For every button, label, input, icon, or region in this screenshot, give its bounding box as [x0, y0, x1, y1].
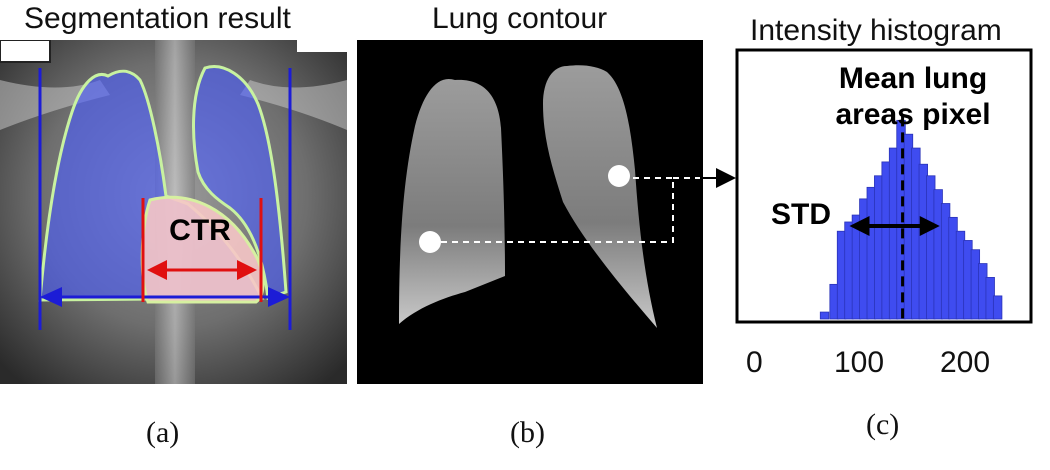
- lung-contour-image: [357, 40, 703, 384]
- panel-b-title: Lung contour: [432, 2, 608, 35]
- std-label: STD: [771, 198, 831, 231]
- connector-arrow: [700, 168, 736, 188]
- x-tick-100: 100: [834, 346, 885, 379]
- caption-b: (b): [510, 416, 545, 449]
- histogram-bar: [819, 311, 830, 320]
- panel-a-title: Segmentation result: [24, 2, 291, 35]
- right-lung-mask: [399, 78, 505, 324]
- caption-a: (a): [146, 416, 180, 449]
- std-arrow-right-head: [919, 216, 940, 236]
- panel-c-title: Intensity histogram: [750, 14, 1002, 47]
- ctr-label: CTR: [169, 214, 231, 247]
- mean-label-line2: areas pixel: [835, 98, 990, 131]
- x-tick-0: 0: [746, 346, 763, 379]
- mean-label-line1: Mean lung: [839, 62, 987, 95]
- segmentation-image: CTR: [0, 40, 347, 384]
- intensity-histogram-chart: Mean lung areas pixel STD: [735, 48, 1033, 326]
- histogram-bar: [992, 295, 1003, 320]
- std-arrow-left-head: [849, 216, 870, 236]
- left-lung-mask: [543, 65, 657, 328]
- caption-c: (c): [866, 408, 900, 441]
- x-tick-200: 200: [940, 346, 991, 379]
